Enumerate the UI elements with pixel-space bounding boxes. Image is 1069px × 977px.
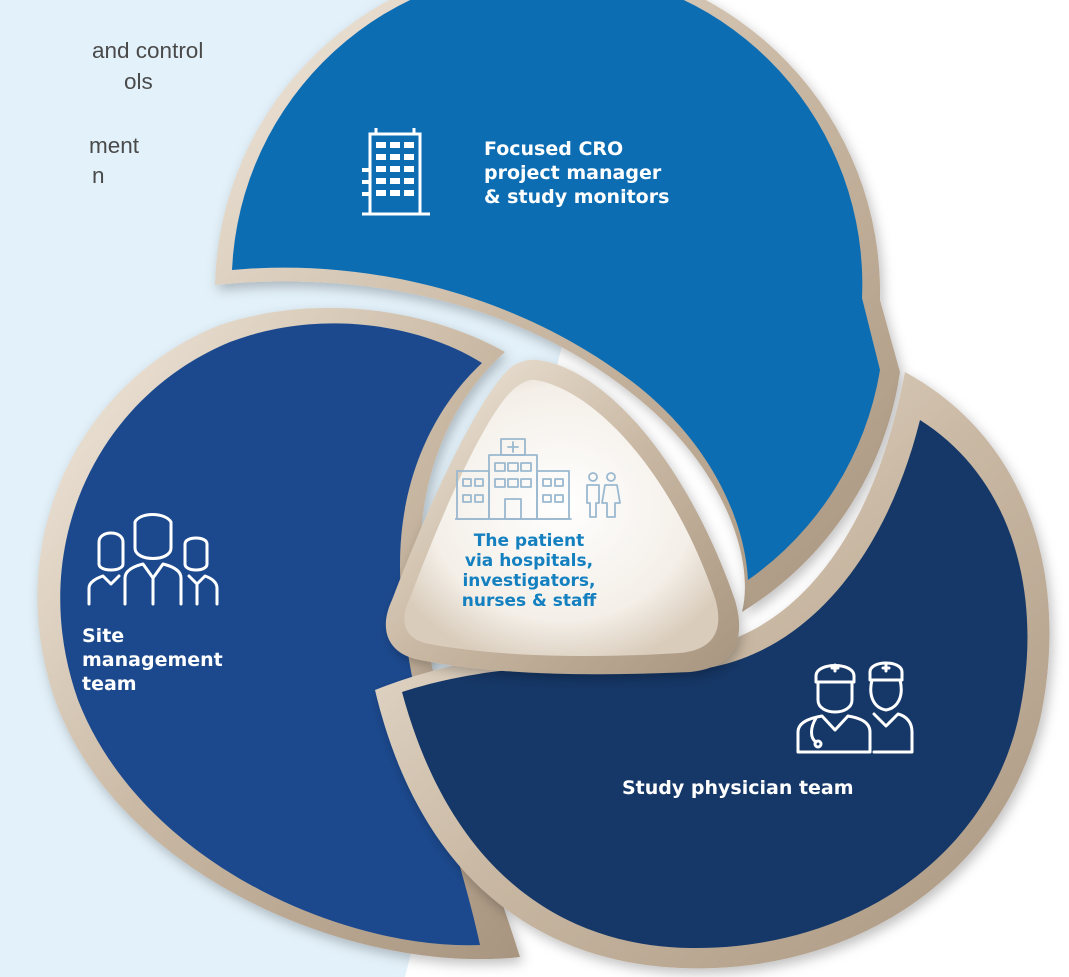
left-label-line-1: Site bbox=[82, 625, 125, 647]
left-segment bbox=[37, 307, 521, 960]
top-segment-label: Focused CRO project manager & study moni… bbox=[484, 137, 669, 209]
office-building-icon bbox=[362, 128, 430, 216]
hospital-patient-icon bbox=[455, 438, 621, 520]
center-label-line-1: The patient bbox=[473, 531, 585, 551]
right-segment bbox=[375, 372, 1050, 969]
partial-text-line-3: ment bbox=[89, 133, 140, 158]
left-segment-label: Site management team bbox=[82, 624, 223, 696]
top-label-line-2: project manager bbox=[484, 162, 662, 184]
doctor-nurse-icon bbox=[796, 661, 914, 754]
partial-text-line-2: ols bbox=[124, 69, 153, 94]
team-people-icon bbox=[87, 513, 219, 606]
partial-text-line-4: n bbox=[92, 163, 105, 188]
right-segment-label: Study physician team bbox=[622, 776, 854, 800]
left-label-line-3: team bbox=[82, 673, 137, 695]
center-segment-label: The patient via hospitals, investigators… bbox=[444, 531, 614, 611]
center-label-line-4: nurses & staff bbox=[461, 591, 597, 611]
center-label-line-2: via hospitals, bbox=[464, 551, 594, 571]
center-label-line-3: investigators, bbox=[462, 571, 596, 591]
center-segment bbox=[385, 359, 740, 675]
top-label-line-3: & study monitors bbox=[484, 186, 670, 208]
top-label-line-1: Focused CRO bbox=[484, 138, 624, 160]
right-label-line-1: Study physician team bbox=[622, 777, 854, 799]
partial-text-line-1: and control bbox=[92, 38, 204, 63]
left-label-line-2: management bbox=[82, 649, 223, 671]
